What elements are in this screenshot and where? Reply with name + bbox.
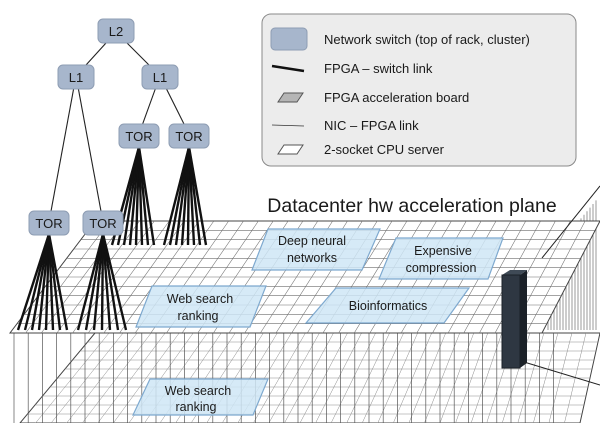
switch-tor-c: TOR xyxy=(28,210,70,236)
legend-cpu-server-label: 2-socket CPU server xyxy=(324,142,445,157)
switch-l1-left-label: L1 xyxy=(69,70,83,85)
legend: Network switch (top of rack, cluster) FP… xyxy=(261,13,577,167)
legend-switch-label: Network switch (top of rack, cluster) xyxy=(324,32,530,47)
region-websearch-label-1: Web search xyxy=(167,292,234,306)
plane-edge-line xyxy=(541,185,600,259)
legend-switch-icon xyxy=(270,27,308,51)
legend-nic-fpga-link-icon xyxy=(271,124,305,127)
region-websearch-lower-label-1: Web search xyxy=(165,384,232,398)
region-dnn-label-2: networks xyxy=(287,251,337,265)
switch-tor-b-label: TOR xyxy=(175,129,202,144)
switch-tor-d: TOR xyxy=(82,210,124,236)
region-deep-neural-networks xyxy=(251,228,381,271)
region-websearch-label-2: ranking xyxy=(178,309,219,323)
region-bioinformatics xyxy=(304,287,471,324)
switch-l1-left: L1 xyxy=(57,64,95,90)
switch-l2-label: L2 xyxy=(109,24,123,39)
switch-tor-a: TOR xyxy=(118,123,160,149)
region-dnn-label-1: Deep neural xyxy=(278,234,346,248)
region-web-search-ranking xyxy=(135,285,267,328)
region-websearch-lower-label-2: ranking xyxy=(176,400,217,414)
rack-top xyxy=(502,270,527,275)
switch-l2: L2 xyxy=(97,18,135,44)
rack-front xyxy=(501,274,521,369)
region-compression-label-2: compression xyxy=(406,261,477,275)
plane-title: Datacenter hw acceleration plane xyxy=(267,195,556,217)
legend-fpga-board-icon xyxy=(277,92,304,103)
rack-side xyxy=(520,270,527,368)
legend-fpga-switch-link-icon xyxy=(271,64,305,73)
region-expensive-compression xyxy=(378,237,504,280)
region-web-search-ranking-lower xyxy=(132,378,269,416)
legend-fpga-board-label: FPGA acceleration board xyxy=(324,90,469,105)
switch-l1-right-label: L1 xyxy=(153,70,167,85)
switch-tor-c-label: TOR xyxy=(35,216,62,231)
legend-nic-fpga-link-label: NIC – FPGA link xyxy=(324,118,419,133)
switch-tor-d-label: TOR xyxy=(89,216,116,231)
fpga-switch-links xyxy=(16,146,208,331)
region-bioinformatics-label: Bioinformatics xyxy=(349,299,428,313)
legend-cpu-server-icon xyxy=(277,144,304,155)
switch-tor-b: TOR xyxy=(168,123,210,149)
legend-fpga-switch-link-label: FPGA – switch link xyxy=(324,61,433,76)
rack-cable xyxy=(523,361,600,386)
switch-tor-a-label: TOR xyxy=(125,129,152,144)
region-compression-label-1: Expensive xyxy=(414,244,472,258)
switch-l1-right: L1 xyxy=(141,64,179,90)
